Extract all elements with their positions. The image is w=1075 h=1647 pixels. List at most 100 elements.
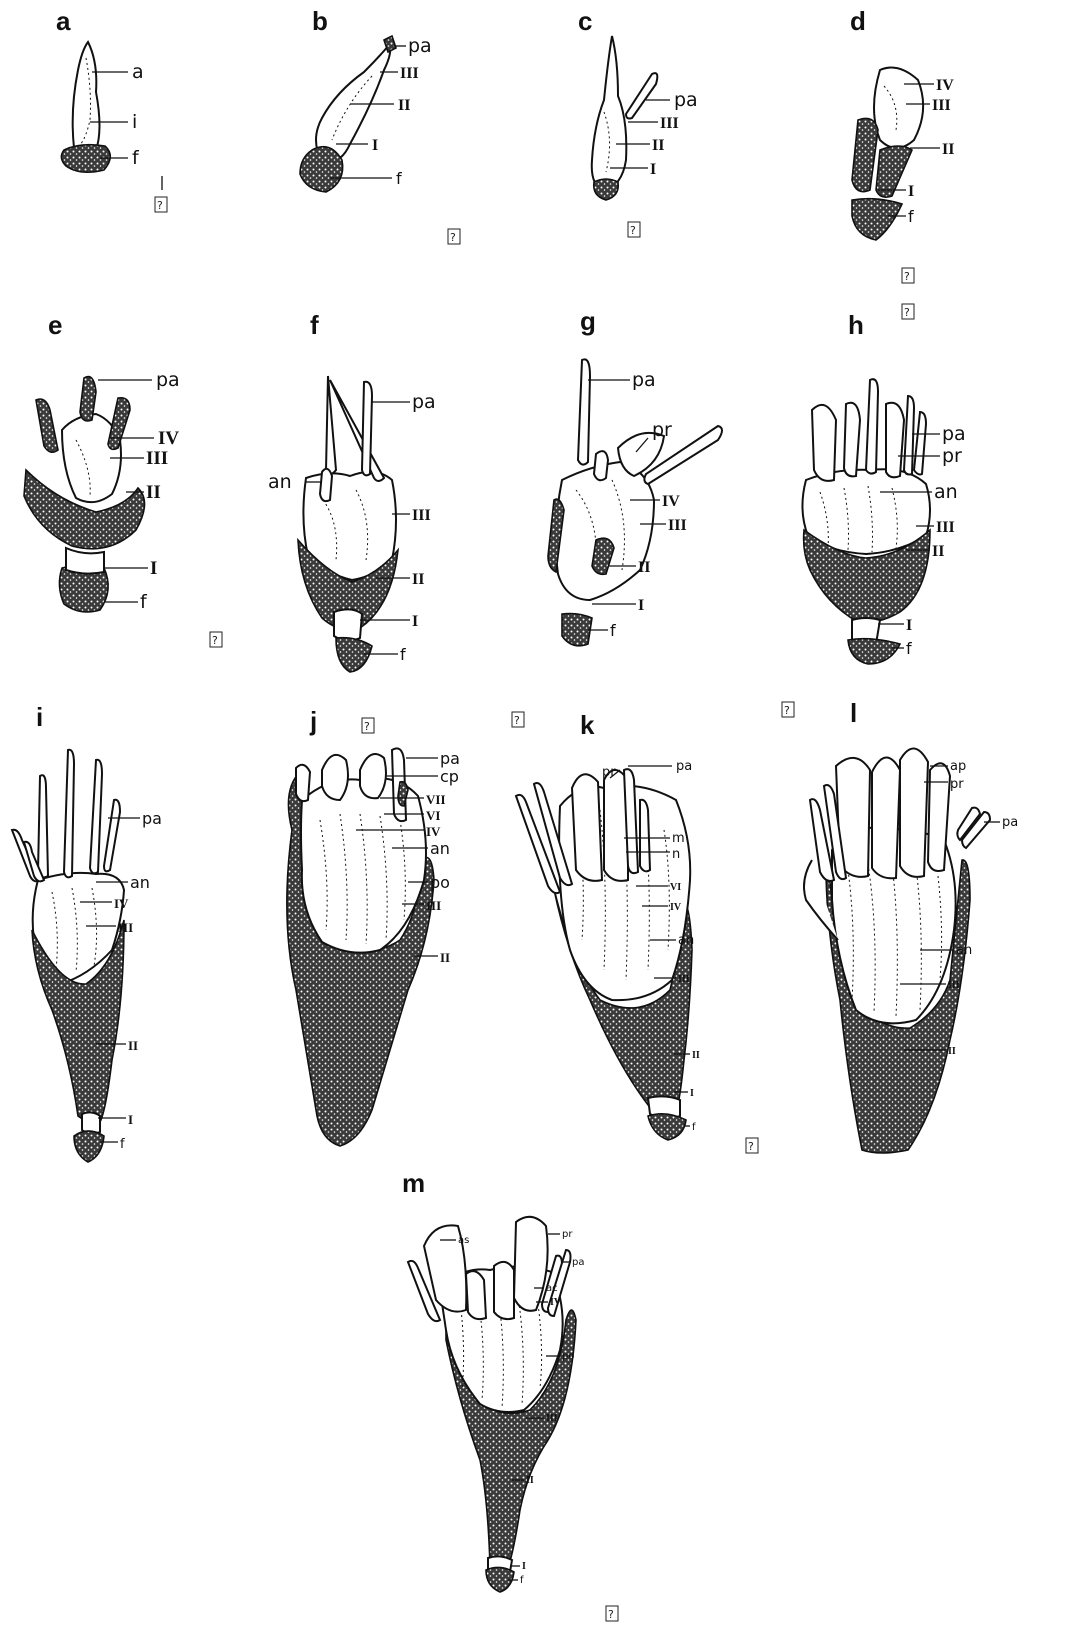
label-k-0: pr xyxy=(602,765,616,780)
label-m-6: III xyxy=(546,1413,558,1424)
label-m-7: II xyxy=(526,1475,534,1486)
label-f-0: pa xyxy=(412,391,436,413)
panel-letter-c: c xyxy=(578,6,592,36)
panel-letter-b: b xyxy=(312,6,328,36)
label-i-0: pa xyxy=(142,809,162,828)
panel-letter-d: d xyxy=(850,6,866,36)
panel-letter-e: e xyxy=(48,310,62,340)
label-g-2: IV xyxy=(662,493,680,510)
label-d-2: II xyxy=(942,141,954,158)
label-j-5: an xyxy=(430,839,450,858)
panel-f: f pa an III II I f xyxy=(268,310,436,672)
label-l-4: III xyxy=(948,980,960,991)
label-m-4: IV xyxy=(550,1297,562,1308)
label-j-6: po xyxy=(430,873,450,892)
label-k-6: an xyxy=(678,933,694,948)
label-b-3: I xyxy=(372,137,378,154)
panel-i: i pa an IV III II I f xyxy=(12,702,162,1162)
label-m-1: pr xyxy=(562,1229,573,1240)
panel-h: h pa pr an III II I f xyxy=(802,310,965,664)
panel-g: g pa pr IV III II I f xyxy=(548,306,722,646)
label-m-0: as xyxy=(458,1235,469,1246)
panel-d: d IV III II I f ? ? xyxy=(850,6,954,319)
label-l-3: an xyxy=(956,943,972,958)
panel-letter-k: k xyxy=(580,710,595,740)
label-g-6: f xyxy=(610,621,616,640)
panel-letter-f: f xyxy=(310,310,319,340)
panel-c: c pa III II I ? xyxy=(578,6,698,237)
panel-l: l ap pr pa an III II xyxy=(804,698,1018,1153)
label-l-5: II xyxy=(948,1046,956,1057)
label-e-4: I xyxy=(150,558,157,579)
panel-letter-i: i xyxy=(36,702,43,732)
label-e-1: IV xyxy=(158,428,179,449)
label-d-3: I xyxy=(908,183,914,200)
label-k-8: II xyxy=(692,1050,700,1061)
placeholder-glyph-j1: ? xyxy=(364,720,370,733)
label-c-0: pa xyxy=(674,89,698,111)
label-j-1: cp xyxy=(440,767,459,786)
label-l-1: pr xyxy=(950,777,964,792)
placeholder-glyph-j2: ? xyxy=(514,714,520,727)
placeholder-glyph-e: ? xyxy=(212,634,218,647)
label-i-2: IV xyxy=(114,896,129,911)
panel-letter-l: l xyxy=(850,698,857,728)
label-k-7: III xyxy=(678,974,690,985)
label-h-1: pr xyxy=(942,445,962,467)
label-k-9: I xyxy=(690,1088,694,1099)
label-b-4: f xyxy=(396,169,402,188)
label-e-3: II xyxy=(146,482,161,503)
label-f-2: III xyxy=(412,507,431,524)
panel-b: b pa III II I f ? xyxy=(300,6,460,244)
panel-letter-j: j xyxy=(309,706,317,736)
label-h-3: III xyxy=(936,519,955,536)
panel-m: m as pr pa ac IV po III II I f ? xyxy=(402,1168,618,1621)
label-a-0: a xyxy=(132,61,144,83)
placeholder-glyph-k2: ? xyxy=(748,1140,754,1153)
label-g-4: II xyxy=(638,559,650,576)
label-d-1: III xyxy=(932,97,951,114)
label-g-5: I xyxy=(638,597,644,614)
label-k-3: n xyxy=(672,847,680,862)
label-g-3: III xyxy=(668,517,687,534)
label-g-0: pa xyxy=(632,369,656,391)
label-i-4: II xyxy=(128,1038,138,1053)
placeholder-glyph-k1: ? xyxy=(784,704,790,717)
label-d-4: f xyxy=(908,207,914,226)
label-c-2: II xyxy=(652,137,664,154)
label-f-3: II xyxy=(412,571,424,588)
panel-a: a a i f ? xyxy=(56,6,167,212)
label-k-2: m xyxy=(672,831,685,846)
label-j-3: VI xyxy=(426,808,440,823)
label-f-1: an xyxy=(268,471,292,493)
label-c-1: III xyxy=(660,115,679,132)
label-i-6: f xyxy=(120,1137,125,1152)
label-a-1: i xyxy=(132,111,137,133)
label-i-3: III xyxy=(118,920,133,935)
label-c-3: I xyxy=(650,161,656,178)
label-k-1: pa xyxy=(676,759,692,774)
label-j-2: VII xyxy=(426,792,446,807)
panel-letter-g: g xyxy=(580,306,596,336)
label-m-9: f xyxy=(520,1575,524,1586)
label-b-2: II xyxy=(398,97,410,114)
panel-k: k pr pa m n VI IV an III II I f ? xyxy=(516,702,794,1153)
label-j-7: III xyxy=(426,898,441,913)
panel-letter-a: a xyxy=(56,6,71,36)
label-h-0: pa xyxy=(942,423,966,445)
label-j-4: IV xyxy=(426,824,441,839)
placeholder-glyph-c: ? xyxy=(630,224,636,237)
placeholder-glyph-b: ? xyxy=(450,231,456,244)
label-f-5: f xyxy=(400,645,406,664)
placeholder-glyph-d1: ? xyxy=(904,270,910,283)
label-h-2: an xyxy=(934,481,958,503)
panel-e: e pa IV III II I f ? xyxy=(24,310,222,647)
label-g-1: pr xyxy=(652,419,672,441)
label-i-1: an xyxy=(130,873,150,892)
label-k-4: VI xyxy=(670,882,681,893)
label-l-0: ap xyxy=(950,759,966,774)
label-m-3: ac xyxy=(546,1283,558,1294)
label-e-5: f xyxy=(140,591,148,613)
